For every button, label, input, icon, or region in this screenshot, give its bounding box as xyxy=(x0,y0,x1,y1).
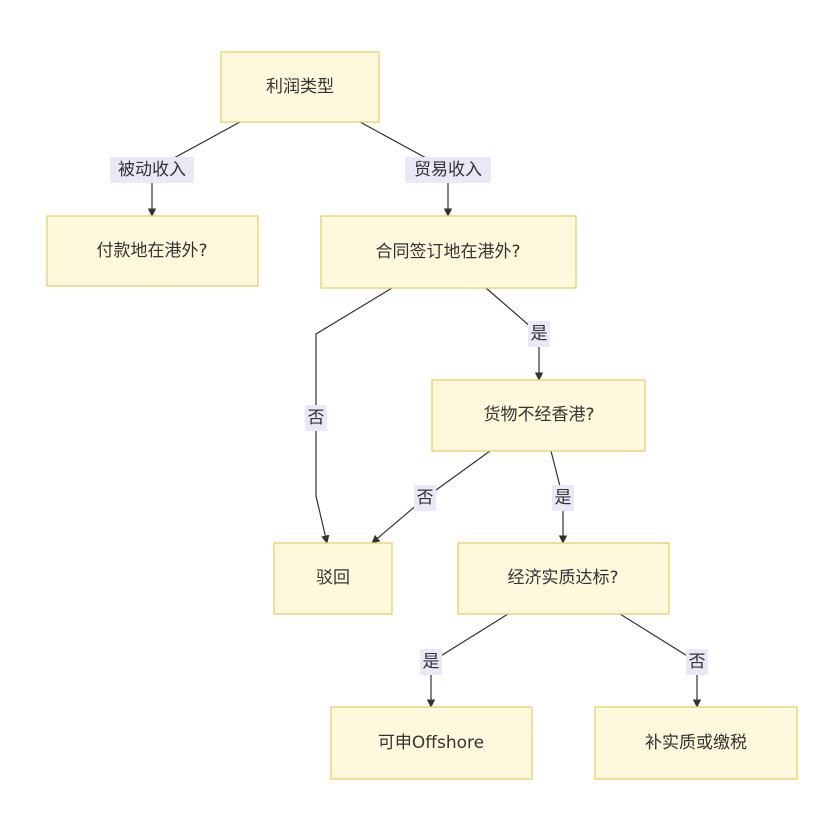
svg-text:货物不经香港?: 货物不经香港? xyxy=(483,405,594,425)
edge-substance-to-offshore xyxy=(426,613,509,708)
edge-label-substance-yes: 是 xyxy=(420,649,442,675)
node-goods-not-via-hk: 货物不经香港? xyxy=(431,379,646,452)
svg-text:否: 否 xyxy=(308,408,325,428)
edge-label-passive-income: 被动收入 xyxy=(110,157,194,183)
svg-text:驳回: 驳回 xyxy=(316,568,350,588)
svg-text:否: 否 xyxy=(417,488,434,508)
node-substance-met: 经济实质达标? xyxy=(457,542,670,615)
edge-label-substance-no: 否 xyxy=(686,649,708,675)
svg-text:利润类型: 利润类型 xyxy=(266,77,334,97)
edge-substance-to-tax xyxy=(619,613,702,708)
node-add-substance-or-pay-tax: 补实质或缴税 xyxy=(594,706,798,780)
svg-text:是: 是 xyxy=(531,324,548,344)
node-profit-type: 利润类型 xyxy=(220,51,380,123)
svg-text:合同签订地在港外?: 合同签订地在港外? xyxy=(375,242,520,262)
node-offshore-eligible: 可申Offshore xyxy=(330,706,533,780)
svg-text:补实质或缴税: 补实质或缴税 xyxy=(645,733,747,753)
edge-label-goods-no: 否 xyxy=(414,485,436,511)
svg-text:被动收入: 被动收入 xyxy=(118,160,186,180)
edge-label-contract-no: 否 xyxy=(305,405,327,431)
node-payment-outside: 付款地在港外? xyxy=(46,215,259,287)
svg-text:是: 是 xyxy=(555,488,572,508)
node-rejected: 驳回 xyxy=(273,542,393,615)
node-contract-outside: 合同签订地在港外? xyxy=(320,215,577,289)
edge-label-contract-yes: 是 xyxy=(528,321,550,347)
edge-label-trade-income: 贸易收入 xyxy=(405,157,491,183)
svg-text:经济实质达标?: 经济实质达标? xyxy=(507,568,618,588)
edge-label-goods-yes: 是 xyxy=(552,485,574,511)
svg-text:可申Offshore: 可申Offshore xyxy=(378,733,484,753)
svg-text:是: 是 xyxy=(423,652,440,672)
svg-text:付款地在港外?: 付款地在港外? xyxy=(96,241,207,261)
edge-contract-to-rejected xyxy=(315,287,393,544)
svg-text:贸易收入: 贸易收入 xyxy=(414,160,482,180)
svg-text:否: 否 xyxy=(689,652,706,672)
